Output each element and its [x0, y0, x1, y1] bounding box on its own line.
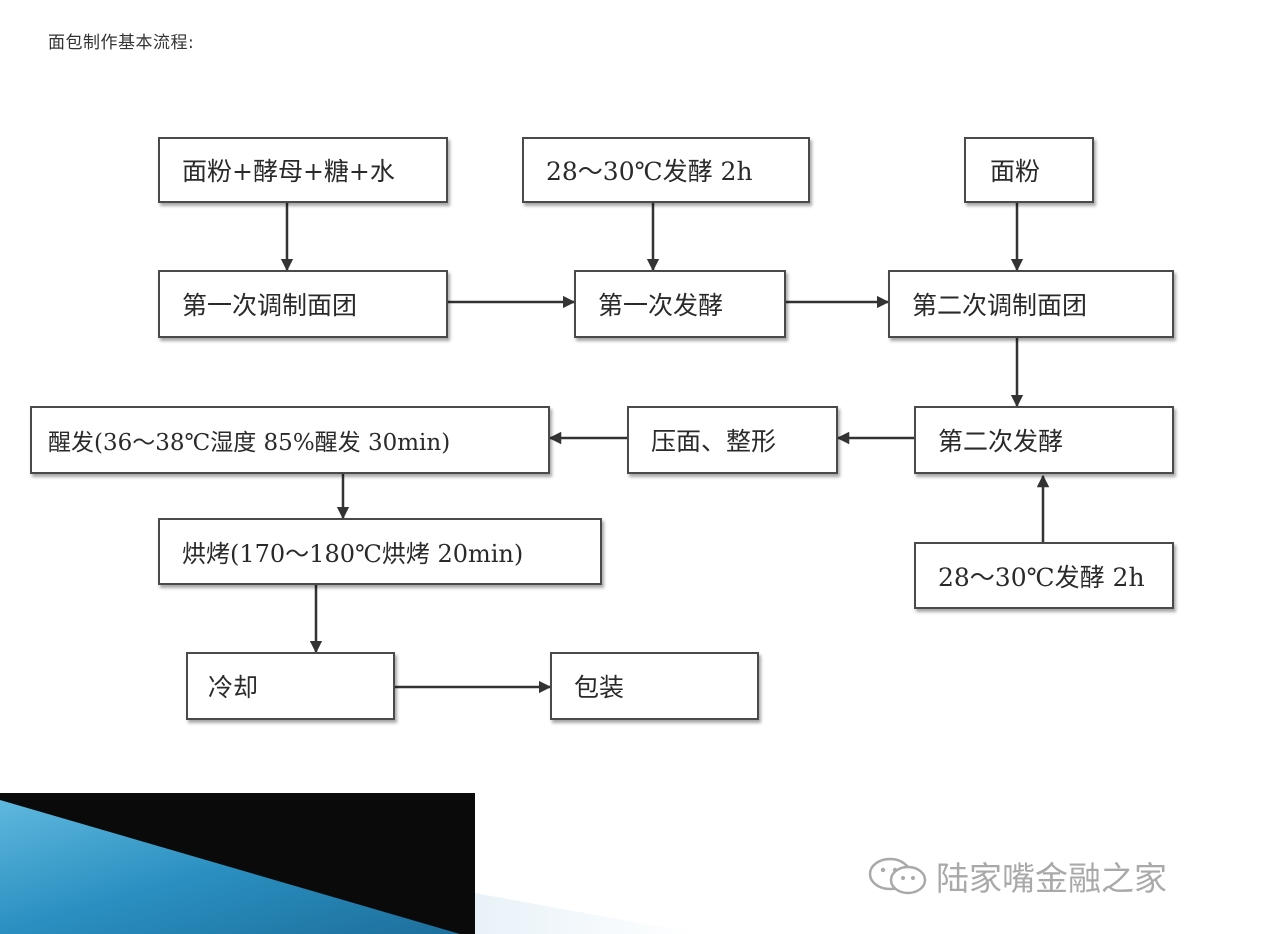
node-cooling: 冷却 [186, 652, 395, 720]
node-flour: 面粉 [964, 137, 1094, 203]
node-second-dough: 第二次调制面团 [888, 270, 1174, 338]
node-ferment-condition-2: 28～30℃发酵 2h [914, 542, 1174, 609]
watermark: 陆家嘴金融之家 [866, 852, 1167, 900]
node-baking: 烘烤(170～180℃烘烤 20min) [158, 518, 602, 585]
node-second-ferment: 第二次发酵 [914, 406, 1174, 474]
node-first-dough: 第一次调制面团 [158, 270, 448, 338]
watermark-text: 陆家嘴金融之家 [936, 859, 1167, 898]
node-first-ferment: 第一次发酵 [574, 270, 786, 338]
node-flour-yeast-sugar-water: 面粉+酵母+糖+水 [158, 137, 448, 203]
page-title: 面包制作基本流程: [48, 33, 195, 53]
node-press-shape: 压面、整形 [627, 406, 838, 474]
wechat-icon [868, 857, 927, 895]
node-ferment-condition-1: 28～30℃发酵 2h [522, 137, 810, 203]
node-packaging: 包装 [550, 652, 759, 720]
node-proofing: 醒发(36～38℃湿度 85%醒发 30min) [30, 406, 550, 474]
